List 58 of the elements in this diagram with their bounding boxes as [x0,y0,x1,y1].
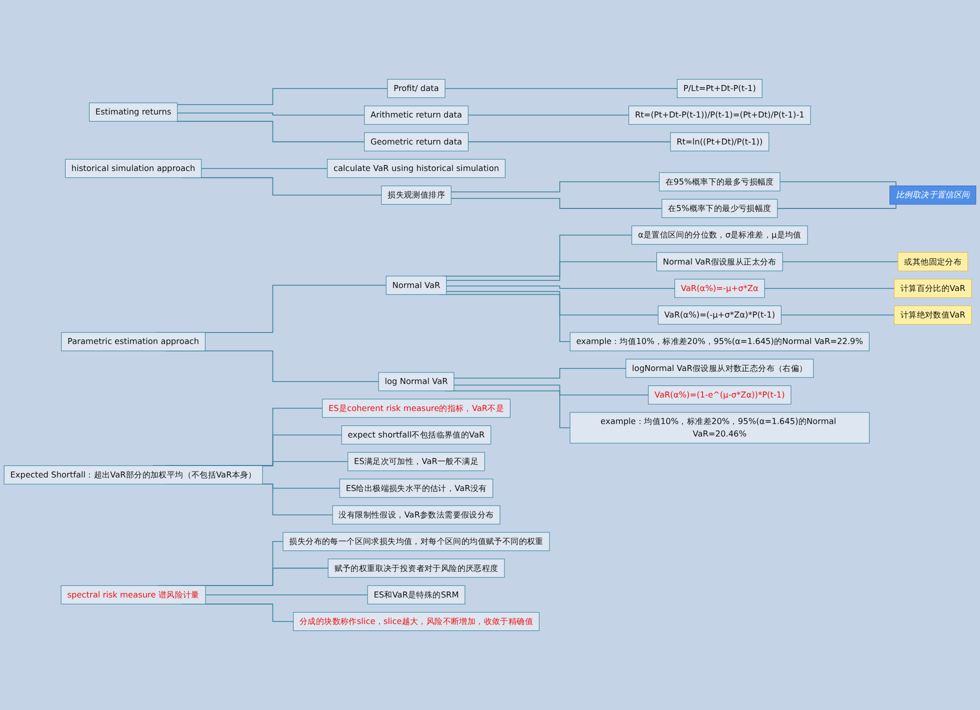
node-box: Profit/ data [387,79,446,98]
node-box: Expected Shortfall：超出VaR部分的加权平均（不包括VaR本身） [4,465,263,484]
connector [446,286,676,289]
node-box: VaR(α%)=-μ+σ*Zα [674,278,765,298]
connector [450,181,660,192]
connector [450,198,662,209]
connector [446,261,658,281]
node-box: 没有限制性假设，VaR参数法需要假设分布 [332,505,500,524]
node-box: ES给出极端损失水平的估计，VaR没有 [339,478,494,498]
connector [176,120,365,142]
node-box: historical simulation approach [65,158,202,178]
node-box: 分成的块数称作slice，slice越大，风险不断增加，收敛于精确值 [293,612,540,631]
connector [176,88,388,106]
node-box: 损失分布的每一个区间求损失均值，对每个区间的均值赋予不同的权重 [282,532,550,552]
connector [454,368,626,379]
node-box: Normal VaR假设服从正太分布 [656,252,783,272]
connector [468,141,671,142]
node-box: 损失观测值排序 [381,186,452,205]
connector [468,114,630,116]
node-box: ES是coherent risk measure的指标，VaR不是 [322,398,510,418]
node-box: P/Lt=Pt+Dt-P(t-1) [676,79,762,98]
node-box: 在95%概率下的最多亏损幅度 [659,172,780,192]
node-box: calculate VaR using historical simulation [327,158,506,178]
node-box: Geometric return data [364,132,468,152]
node-box: Normal VaR [386,276,447,295]
connector [764,288,895,289]
node-box: Estimating returns [89,102,178,122]
connector [780,181,896,186]
connector [780,314,895,316]
node-box: log Normal VaR [378,372,454,392]
connector [200,168,328,169]
node-box: VaR(α%)=(1-e^(μ-σ*Zα))*P(t-1) [648,386,792,404]
node-box: 计算绝对数值VaR [894,306,972,324]
connector [454,384,649,396]
node-box: ES满足次可加性，VaR一般不满足 [348,452,485,472]
node-box: Parametric estimation approach [61,332,206,352]
node-box: 赋予的权重取决于投资者对于风险的厌恶程度 [328,558,505,578]
node-box: 在5%概率下的最少亏损幅度 [662,198,778,218]
node-box: spectral risk measure 谱风险计量 [60,585,206,604]
node-box: example：均值10%，标准差20%，95%(α=1.645)的Normal VaR=20.46% [570,412,870,444]
node-box: VaR(α%)=(-μ+σ*Zα)*P(t-1) [658,306,782,324]
node-box: Rt=ln((Pt+Dt)/P(t-1)) [670,132,770,152]
node-box: 比例取决于置信区间 [890,186,976,205]
node-box: 或其他固定分布 [898,252,968,272]
connector [444,88,678,89]
connector [782,261,898,262]
connector [777,204,896,209]
node-box: ES和VaR是特殊的SRM [367,585,466,604]
node-box: Arithmetic return data [364,106,468,125]
node-box: Rt=(Pt+Dt-P(t-1))/P(t-1)=(Pt+Dt)/P(t-1)-1 [628,106,811,125]
node-box: α是置信区间的分位数，σ是标准差，μ是均值 [632,226,808,245]
connector [176,112,365,116]
node-box: logNormal VaR假设服从对数正态分布（右偏） [626,358,814,378]
node-box: 计算百分比的VaR [894,278,972,298]
node-box: expect shortfall不包括临界值的VaR [341,425,492,444]
node-box: example：均值10%，标准差20%，95%(α=1.645)的Normal VaR=22.9% [570,332,870,352]
connector [205,594,368,596]
connector [446,291,658,316]
